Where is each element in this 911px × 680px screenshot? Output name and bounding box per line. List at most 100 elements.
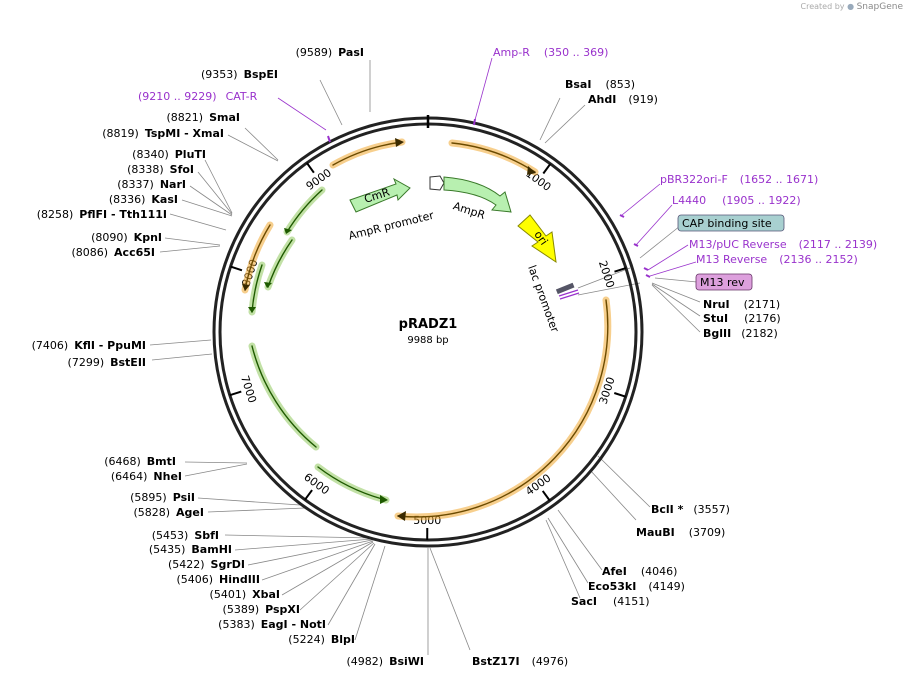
enzyme-pos: (7406): [32, 339, 69, 352]
svg-text:L4440(1905 .. 1922): L4440 (1905 .. 1922): [672, 194, 801, 207]
tick-label: 7000: [238, 374, 259, 405]
enzyme-pos: (8340): [132, 148, 169, 161]
enzyme-name: Acc65I: [114, 246, 155, 259]
enzyme-name: NheI: [153, 470, 182, 483]
enzyme-name: BglII: [703, 327, 731, 340]
tick-mark: [614, 267, 627, 273]
enzyme-pos: (5422): [168, 558, 205, 571]
enzyme-name: PluTI: [175, 148, 206, 161]
enzyme-name: AhdI: [588, 93, 616, 106]
svg-text:M13 Reverse(2136 .. 2152): M13 Reverse (2136 .. 2152): [696, 253, 858, 266]
enzyme-name: BamHI: [191, 543, 232, 556]
plasmid-title: pRADZ1: [399, 317, 458, 332]
enzyme-name: HindIII: [219, 573, 260, 586]
svg-text:BsaI(853): BsaI (853): [565, 78, 635, 91]
backbone-outer: [212, 116, 644, 548]
enzyme-name: MauBI: [636, 526, 675, 539]
enzyme-pos: (5383): [218, 618, 255, 631]
enzyme-name: PflFI - Tth111I: [79, 208, 167, 221]
enzyme-name: BstZ17I: [472, 655, 520, 668]
svg-text:(9210 .. 9229)CAT-R: (9210 .. 9229)CAT-R: [138, 90, 258, 103]
primer-name: L4440: [672, 194, 706, 207]
primer-name: Amp-R: [493, 46, 530, 59]
inner-features: CmR AmpR promoter AmpR ori lac promoter: [347, 175, 580, 335]
arc-arrowhead: [248, 307, 256, 313]
primer-range: (1905 .. 1922): [722, 194, 801, 207]
svg-text:MauBI(3709): MauBI (3709): [636, 526, 725, 539]
ampr-label: AmpR: [451, 199, 487, 222]
tick-mark: [613, 392, 626, 398]
svg-text:BclI *(3557): BclI *(3557): [651, 503, 730, 516]
svg-text:M13/pUC Reverse(2117 .. 2139): M13/pUC Reverse(2117 .. 2139): [689, 238, 877, 251]
primer-name: M13 Reverse: [696, 253, 767, 266]
primer-range: (2136 .. 2152): [779, 253, 858, 266]
primer-name: pBR322ori-F: [660, 173, 728, 186]
tick-mark: [306, 162, 315, 174]
enzymes-left: PasI(9589)BspEI(9353)SmaI(8821)TspMI - X…: [32, 46, 424, 668]
enzyme-pos: (8336): [109, 193, 146, 206]
enzyme-pos: (8338): [127, 163, 164, 176]
credit-brand: SnapGene: [856, 2, 903, 12]
svg-text:AhdI(919): AhdI (919): [588, 93, 658, 106]
enzyme-name: SmaI: [209, 111, 240, 124]
enzyme-pos: (4046): [641, 565, 678, 578]
svg-text:NruI(2171): NruI(2171): [703, 298, 780, 311]
enzyme-pos: (8258): [37, 208, 74, 221]
enzyme-pos: (4151): [613, 595, 650, 608]
enzyme-name: SgrDI: [211, 558, 245, 571]
arc-arrowhead: [397, 511, 406, 521]
enzyme-pos: (4976): [532, 655, 569, 668]
enzyme-pos: (8086): [71, 246, 108, 259]
enzyme-pos: (3557): [693, 503, 730, 516]
enzyme-name: NarI: [160, 178, 186, 191]
enzyme-name: XbaI: [252, 588, 280, 601]
enzyme-pos: (5224): [288, 633, 325, 646]
enzyme-name: BsiWI: [389, 655, 424, 668]
enzyme-name: EagI - NotI: [261, 618, 326, 631]
lac-promoter-label: lac promoter: [525, 264, 561, 335]
tick-mark: [542, 163, 552, 175]
enzyme-pos: (3709): [689, 526, 726, 539]
enzyme-name: PspXI: [265, 603, 300, 616]
primer-range: (350 .. 369): [544, 46, 609, 59]
enzyme-pos: (5895): [130, 491, 167, 504]
tick-mark: [541, 490, 551, 502]
enzyme-name: KpnI: [134, 231, 162, 244]
boxed-features: CAP binding site M13 rev: [677, 214, 785, 291]
enzyme-name: AfeI: [602, 565, 627, 578]
backbone-inner: [218, 122, 638, 542]
enzyme-pos: (8819): [102, 127, 139, 140]
enzyme-name: BspEI: [244, 68, 278, 81]
enzyme-pos: (9353): [201, 68, 238, 81]
svg-text:BstZ17I(4976): BstZ17I (4976): [472, 655, 568, 668]
svg-text:AfeI(4046): AfeI (4046): [602, 565, 677, 578]
svg-text:Amp-R(350 .. 369): Amp-R (350 .. 369): [493, 46, 608, 59]
svg-text:pBR322ori-F(1652 .. 1671): pBR322ori-F(1652 .. 1671): [660, 173, 818, 186]
enzyme-pos: (2171): [744, 298, 781, 311]
enzyme-pos: (919): [628, 93, 658, 106]
tick-mark: [230, 265, 243, 272]
cap-binding-label: CAP binding site: [682, 217, 772, 230]
enzyme-name: BsaI: [565, 78, 591, 91]
lac-promoter-mark: [555, 282, 575, 295]
snapgene-credit: Created by ● SnapGene: [801, 2, 904, 12]
primers: Amp-R (350 .. 369) (9210 .. 9229)CAT-R pB…: [138, 46, 877, 266]
svg-text:Eco53kI(4149): Eco53kI(4149): [588, 580, 685, 593]
enzyme-name: BstEII: [110, 356, 146, 369]
enzyme-pos: (5401): [210, 588, 247, 601]
enzyme-pos: (8821): [167, 111, 204, 124]
enzyme-pos: (6464): [111, 470, 148, 483]
enzyme-pos: (7299): [68, 356, 105, 369]
enzyme-pos: (4982): [346, 655, 383, 668]
svg-text:SacI(4151): SacI(4151): [571, 595, 650, 608]
svg-text:StuI(2176): StuI(2176): [703, 312, 781, 325]
enzyme-pos: (5406): [176, 573, 213, 586]
enzyme-pos: (5435): [149, 543, 186, 556]
primer-marks: [327, 118, 651, 278]
enzyme-pos: (853): [605, 78, 635, 91]
tick-label: 2000: [596, 259, 617, 290]
arc-arrowhead: [527, 166, 536, 175]
enzyme-name: Eco53kI: [588, 580, 636, 593]
enzyme-name: AgeI: [176, 506, 204, 519]
